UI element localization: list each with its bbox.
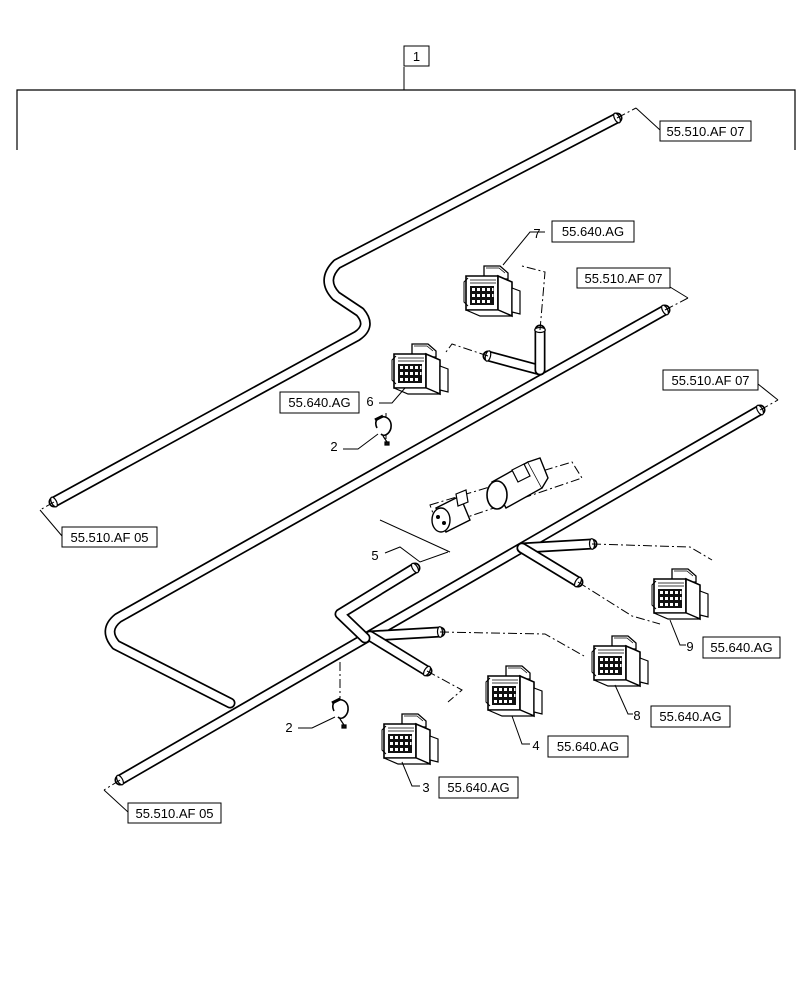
ref-box-upper-left: 55.510.AF 05 — [39, 509, 158, 548]
svg-text:55.510.AF 05: 55.510.AF 05 — [70, 530, 148, 545]
plug-small — [431, 489, 471, 533]
svg-text:55.510.AF 07: 55.510.AF 07 — [584, 271, 662, 286]
wire-end-cap — [410, 562, 420, 574]
item-1-callout: 1 — [403, 45, 430, 67]
callout-6-ref: 55.640.AG — [288, 395, 350, 410]
svg-text:55.510.AF 07: 55.510.AF 07 — [671, 373, 749, 388]
item-1-number: 1 — [413, 49, 420, 64]
callout-8-ref: 55.640.AG — [659, 709, 721, 724]
ref-box-top-right: 55.510.AF 07 — [635, 107, 752, 142]
ref-box-mid-right: 55.510.AF 07 — [576, 267, 689, 299]
ref-box-lower-right: 55.510.AF 07 — [662, 369, 779, 401]
callout-3-ref: 55.640.AG — [447, 780, 509, 795]
callout-9-ref: 55.640.AG — [710, 640, 772, 655]
callout-2a-number: 2 — [330, 439, 337, 454]
callout-7-ref: 55.640.AG — [562, 224, 624, 239]
wire-tube-fill — [50, 114, 621, 506]
svg-text:55.510.AF 07: 55.510.AF 07 — [666, 124, 744, 139]
ref-box-bottom-left: 55.510.AF 05 — [103, 789, 222, 824]
callout-5-number: 5 — [371, 548, 378, 563]
wire-tube-fill — [116, 406, 764, 784]
assembly-bracket — [16, 67, 796, 150]
wire-tube-fill — [518, 540, 596, 552]
wire-tube-fill — [366, 632, 431, 675]
callout-4-number: 4 — [532, 738, 539, 753]
connector-4: 4 55.640.AG — [485, 665, 629, 758]
clip-2-upper: 2 — [330, 414, 393, 454]
connector-6: 6 55.640.AG — [279, 343, 449, 414]
connector-8: 8 55.640.AG — [591, 635, 731, 728]
connector-9: 9 55.640.AG — [651, 568, 781, 659]
callout-2b-number: 2 — [285, 720, 292, 735]
wire-tube-fill — [336, 564, 419, 642]
connector-kit-5: 5 — [371, 457, 549, 563]
wire-tube-fill — [106, 306, 669, 707]
callout-8-number: 8 — [633, 708, 640, 723]
callout-7-number: 7 — [533, 226, 540, 241]
connector-7: 7 55.640.AG — [463, 220, 635, 317]
callout-4-ref: 55.640.AG — [557, 739, 619, 754]
svg-text:55.510.AF 05: 55.510.AF 05 — [135, 806, 213, 821]
clip-2-lower: 2 — [285, 697, 350, 735]
harness-wire-a — [48, 112, 623, 508]
callout-9-number: 9 — [686, 639, 693, 654]
wire-tube-fill — [518, 544, 582, 586]
plug-large — [486, 457, 549, 510]
connector-3: 3 55.640.AG — [381, 713, 519, 799]
harness-wire-b — [104, 304, 671, 709]
wire-tube-fill — [366, 628, 444, 640]
harness-wire-c — [114, 404, 766, 786]
callout-3-number: 3 — [422, 780, 429, 795]
callout-6-number: 6 — [366, 394, 373, 409]
wire-tube-fill — [484, 352, 544, 374]
